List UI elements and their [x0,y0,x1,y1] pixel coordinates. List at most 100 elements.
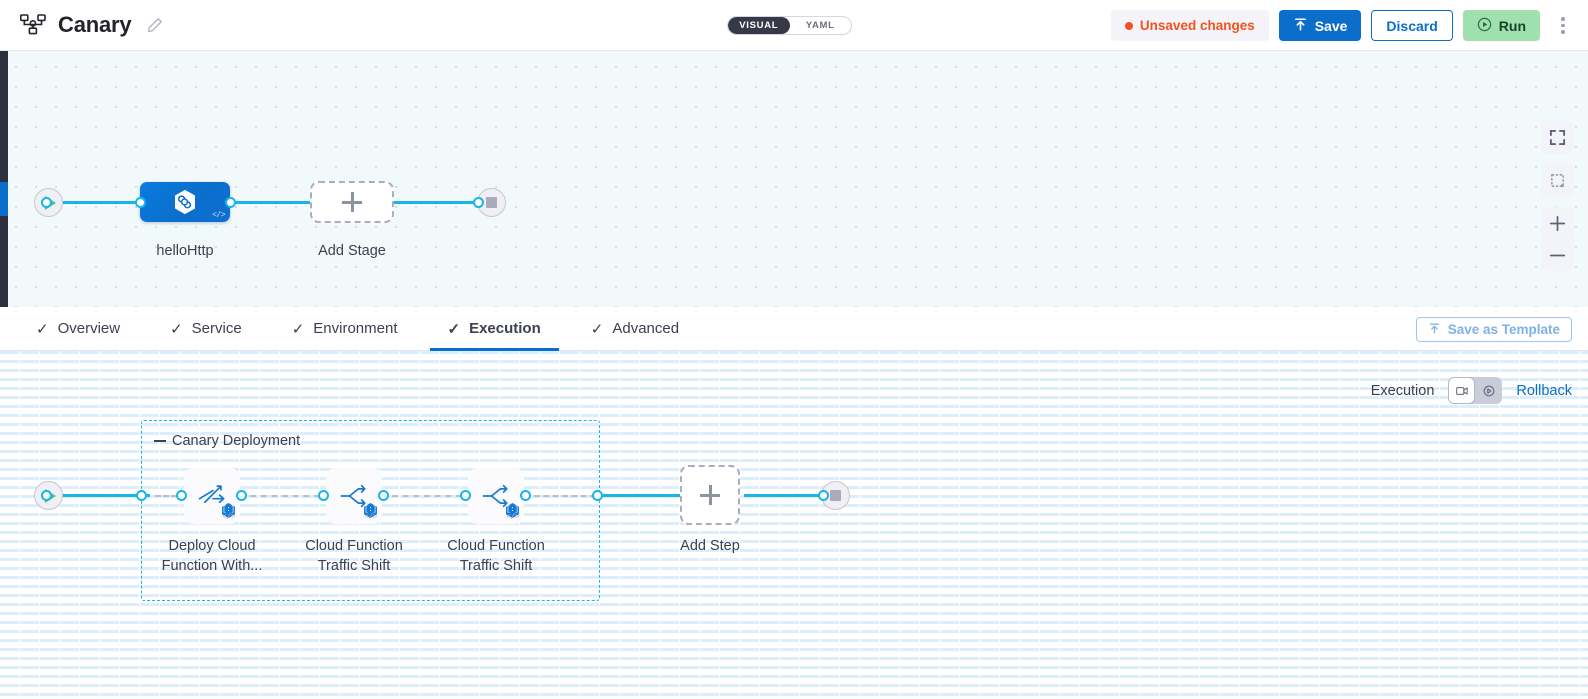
discard-button-label: Discard [1386,17,1438,34]
step-group-title-label: Canary Deployment [172,433,301,449]
code-tag-icon: </> [212,211,225,220]
upload-icon [1293,17,1308,35]
check-icon: ✓ [291,320,305,338]
execution-label: Execution [1370,382,1435,399]
add-step-button[interactable] [680,465,740,525]
hexagon-badge: [:] [364,503,377,518]
check-icon: ✓ [590,320,604,338]
step-node-traffic-shift-1[interactable]: [:] </> [326,468,382,524]
stop-square-icon [486,197,497,208]
tab-advanced-label: Advanced [612,320,680,337]
plus-icon [700,485,720,505]
step-1-label-line2: Function With... [161,558,263,574]
tab-environment[interactable]: ✓ Environment [274,307,416,351]
save-button-label: Save [1314,17,1348,34]
step-3-input-port[interactable] [460,490,471,501]
edge-dash-2 [250,495,320,497]
tab-service-label: Service [191,320,242,337]
step-2-output-port[interactable] [378,490,389,501]
tab-environment-label: Environment [313,320,398,337]
tab-execution-label: Execution [469,320,541,337]
run-button-label: Run [1498,17,1526,34]
canvas-left-rail [0,51,8,307]
view-mode-yaml[interactable]: YAML [805,20,835,31]
code-tag-icon: </> [222,513,235,522]
step-3-label-line1: Cloud Function [447,538,545,554]
rollback-link[interactable]: Rollback [1516,382,1572,399]
pencil-icon[interactable] [147,17,163,33]
canvas-controls [1541,121,1574,271]
collapse-icon[interactable] [154,440,166,442]
group-input-port[interactable] [136,490,147,501]
hexagon-link-icon [175,189,195,215]
select-area-icon[interactable] [1541,164,1574,197]
step-1-label: Deploy Cloud Function With... [147,536,277,576]
step-node-traffic-shift-2[interactable]: [:] </> [468,468,524,524]
zoom-controls [1541,207,1574,271]
end-stop-node[interactable] [821,481,850,510]
edge-addstep-to-end [744,494,826,497]
save-as-template-label: Save as Template [1447,322,1560,337]
run-button[interactable]: Run [1462,10,1540,41]
step-2-input-port[interactable] [318,490,329,501]
stage-node-label: helloHttp [156,243,214,259]
upload-icon [1428,322,1441,338]
header-left: Canary [0,12,163,38]
edge-start-to-stage [50,201,150,204]
tab-execution[interactable]: ✓ Execution [429,307,560,351]
hexagon-badge: [:] [222,503,235,518]
app-header: Canary VISUAL YAML Unsaved changes [0,0,1588,51]
zoom-out-icon[interactable] [1541,239,1574,271]
tab-service[interactable]: ✓ Service [152,307,260,351]
zoom-in-icon[interactable] [1541,207,1574,239]
step-3-output-port[interactable] [520,490,531,501]
step-3-label: Cloud Function Traffic Shift [431,536,561,576]
execution-view-icon[interactable] [1448,377,1476,404]
pipeline-nodes-icon [20,14,46,36]
canvas-left-rail-accent [0,182,8,216]
edge-dash-1 [155,495,185,497]
step-2-label: Cloud Function Traffic Shift [289,536,419,576]
fit-screen-icon[interactable] [1541,121,1574,154]
end-input-port[interactable] [818,490,829,501]
step-group-canary-deployment[interactable]: Canary Deployment [141,420,600,601]
check-icon: ✓ [447,320,461,338]
stage-canvas[interactable]: </> helloHttp Add Stage [0,51,1588,307]
stage-input-port[interactable] [135,197,146,208]
step-1-output-port[interactable] [236,490,247,501]
execution-mode-toggle[interactable] [1448,377,1503,404]
end-input-port[interactable] [473,197,484,208]
discard-button[interactable]: Discard [1371,10,1453,41]
edge-stage-to-addstage [225,201,320,204]
rollback-view-icon[interactable] [1475,377,1502,404]
view-mode-toggle[interactable]: VISUAL YAML [727,16,852,35]
save-button[interactable]: Save [1278,10,1362,41]
stage-node-hellohttp[interactable]: </> [140,182,230,222]
start-output-port[interactable] [41,490,52,501]
tab-overview[interactable]: ✓ Overview [18,307,138,351]
add-stage-button[interactable] [310,181,394,223]
stage-output-port[interactable] [225,197,236,208]
page-title: Canary [58,12,132,37]
group-output-port[interactable] [592,490,603,501]
kebab-dot [1561,30,1565,34]
tab-advanced[interactable]: ✓ Advanced [573,307,697,351]
step-1-input-port[interactable] [176,490,187,501]
view-mode-visual[interactable]: VISUAL [728,17,790,34]
status-badge-unsaved: Unsaved changes [1110,10,1269,41]
traffic-split-icon [340,484,366,508]
step-group-title: Canary Deployment [154,433,300,449]
add-stage-label: Add Stage [318,243,386,259]
check-icon: ✓ [36,320,49,338]
play-circle-icon [1477,17,1492,35]
execution-canvas[interactable]: Execution Rollback [0,351,1588,699]
step-2-label-line2: Traffic Shift [317,558,391,574]
step-node-deploy-cloud-function[interactable]: [:] </> [184,468,240,524]
kebab-menu-icon[interactable] [1552,10,1574,41]
code-tag-icon: </> [364,513,377,522]
execution-toolbar: Execution Rollback [1371,377,1572,404]
code-tag-icon: </> [506,513,519,522]
save-as-template-button[interactable]: Save as Template [1415,317,1572,342]
start-output-port[interactable] [41,197,52,208]
